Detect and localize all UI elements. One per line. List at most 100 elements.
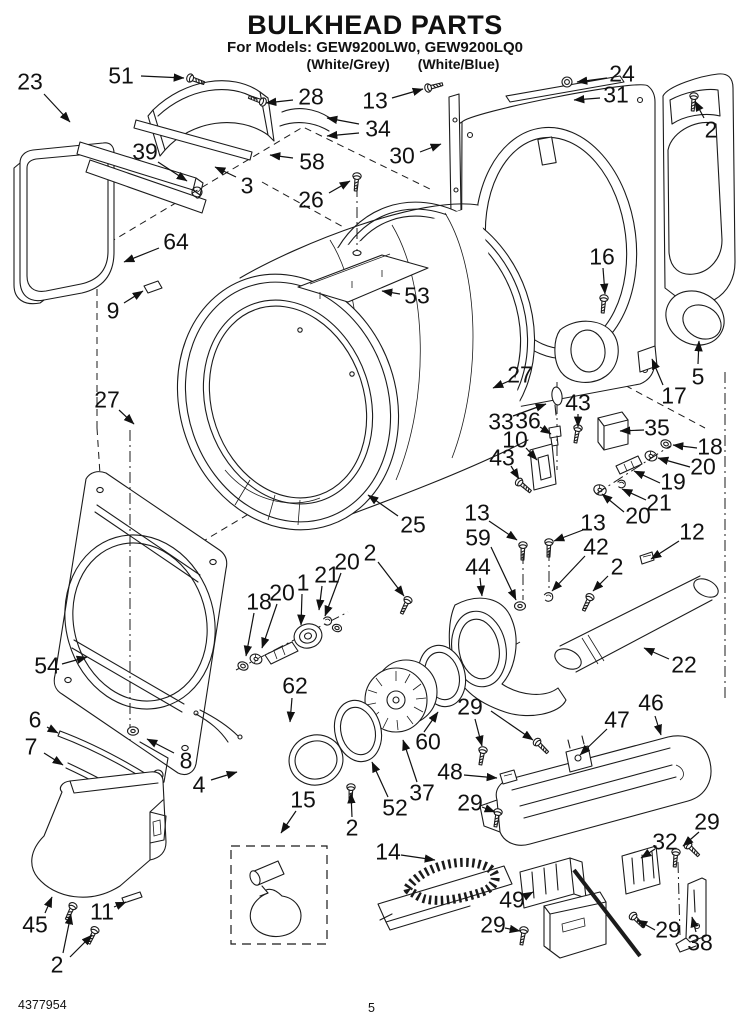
document-number: 4377954 [18,998,67,1012]
callout-arrow [43,93,71,123]
callout-label: 27 [507,361,533,388]
callout-arrow [286,697,296,723]
callout-arrow [214,166,237,178]
callout-label: 59 [465,524,491,551]
callout-arrow [62,913,74,954]
callout-arrow [44,896,53,914]
callout-arrow [324,572,342,617]
callout-label: 15 [290,786,316,813]
callout-label: 44 [465,553,491,580]
callout-label: 2 [345,814,359,841]
callout-label: 2 [610,553,624,580]
callout-arrow [113,901,127,910]
callout-arrow [123,247,160,263]
heater-inlet-panel [656,74,735,356]
callout-arrow [653,715,662,736]
callout-arrow [146,738,175,754]
callout-arrow [579,728,608,756]
callout-label: 38 [687,929,713,956]
callout-arrow [402,739,418,783]
ground-strap [574,870,640,956]
callout-label: 33 [488,408,514,435]
heating-element [378,862,512,930]
callout-label: 10 [502,426,528,453]
callout-label: 20 [690,453,716,480]
screws-top [185,72,700,314]
callout-arrow [636,919,656,931]
callout-arrow [423,711,439,733]
callout-arrow [504,924,521,934]
callout-label: 53 [404,282,430,309]
callout-arrow [488,520,518,541]
callout-arrow [265,97,294,107]
callout-arrow [600,267,609,295]
callout-arrow [261,603,278,649]
callout-label: 35 [644,414,670,441]
callout-arrow [690,916,699,933]
callout-arrow [326,130,360,140]
callout-label: 8 [179,747,193,774]
callout-label: 2 [50,951,64,978]
callout-arrow [280,810,297,834]
callout-label: 42 [583,533,609,560]
callout-arrow [43,752,64,766]
callout-label: 6 [28,706,42,733]
callout-label: 46 [638,689,664,716]
exhaust-pipe [551,575,721,673]
callout-label: 58 [299,148,325,175]
callout-arrow [118,409,135,425]
callout-label: 18 [697,433,723,460]
callout-arrow [512,403,547,417]
callout-arrow [328,180,351,194]
callout-label: 29 [655,916,681,943]
lint-chute [32,710,242,946]
callout-arrow [573,95,601,104]
callout-label: 29 [457,693,483,720]
callout-arrow [61,655,88,665]
callout-arrow [326,115,360,125]
callout-label: 20 [625,502,651,529]
thermostat-lamp-cluster [513,382,673,564]
callout-arrow [210,771,238,781]
callout-arrow [682,831,700,847]
callout-label: 51 [108,62,134,89]
callout-label: 11 [90,898,114,925]
color-variant-2: (White/Blue) [417,56,500,73]
callout-arrow [643,647,670,660]
callout-label: 20 [334,548,360,575]
callout-arrow [297,593,306,626]
callout-arrow [576,76,608,85]
callout-arrow [621,488,647,501]
callout-label: 25 [400,511,426,538]
callout-label: 28 [298,83,324,110]
callout-arrow [123,290,144,304]
callout-arrow [371,761,389,798]
callout-arrow [640,848,656,859]
callout-label: 14 [375,838,401,865]
callout-label: 29 [694,808,720,835]
mounting-bracket-30 [449,94,461,214]
callout-arrow [551,555,586,592]
callout-arrow [521,891,534,901]
callout-arrow [525,447,538,461]
callout-label: 13 [362,87,388,114]
callout-arrow [316,585,325,611]
callout-arrow [474,718,484,747]
callout-label: 2 [704,116,718,143]
callout-label: 43 [565,389,591,416]
callout-label: 27 [94,386,120,413]
callout-arrow [633,470,661,484]
callout-arrow [347,792,356,818]
page-number: 5 [368,1001,375,1015]
callout-arrow [657,456,691,468]
callout-label: 29 [457,789,483,816]
callout-arrow [243,612,255,657]
drum-baffle [298,255,428,302]
callout-label: 5 [691,363,705,390]
callout-label: 16 [589,243,615,270]
callout-arrow [694,100,705,119]
callout-label: 48 [437,758,463,785]
